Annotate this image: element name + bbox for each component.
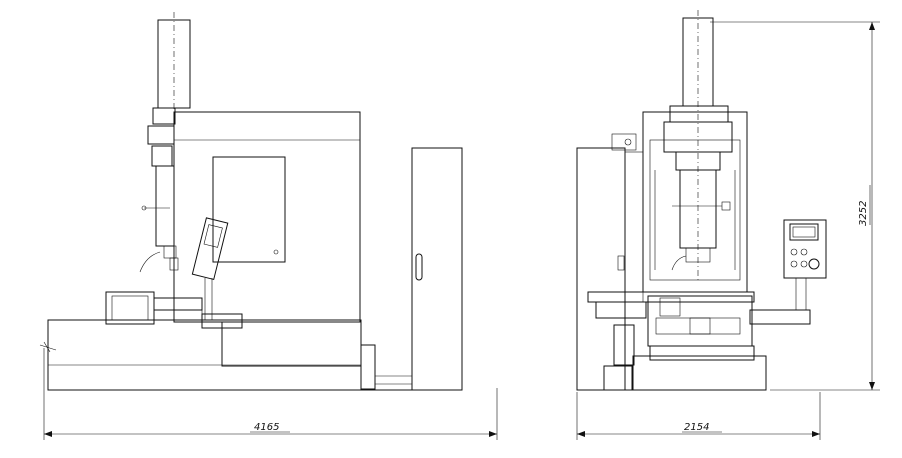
side-view: 4165 (39, 12, 498, 440)
width-dimension: 2154 (576, 392, 821, 440)
height-dimension: 3252 (710, 21, 880, 391)
height-dimension-label: 3252 (858, 201, 869, 226)
length-dimension: 4165 (43, 348, 498, 440)
length-dimension-label: 4165 (254, 422, 279, 433)
width-dimension-label: 2154 (684, 422, 709, 433)
front-view: 2154 3252 (576, 10, 880, 440)
